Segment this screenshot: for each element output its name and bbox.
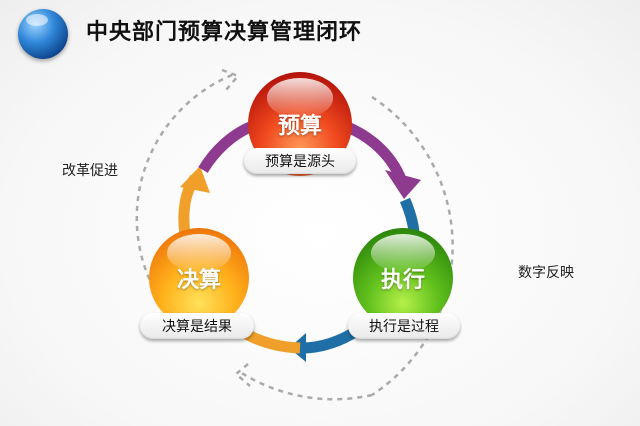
- arrow-final-to-budget-head: [180, 166, 210, 193]
- page-title: 中央部门预算决算管理闭环: [86, 20, 363, 45]
- node-final-label: 决算: [176, 268, 221, 293]
- feedback-label-left: 改革促进: [62, 163, 118, 179]
- feedback-label-right: 数字反映: [518, 265, 574, 281]
- node-execution-caption: 执行是过程: [348, 313, 460, 339]
- feedback-arc-bottom: [239, 370, 373, 401]
- node-execution-label: 执行: [380, 268, 425, 293]
- feedback-arc-left-head: [221, 68, 241, 91]
- node-budget-label: 预算: [277, 114, 322, 139]
- node-execution: 执行: [353, 228, 453, 328]
- node-budget-caption: 预算是源头: [244, 148, 356, 174]
- header: [18, 8, 68, 60]
- feedback-arc-right: [371, 95, 454, 397]
- node-final-caption: 决算是结果: [140, 313, 254, 339]
- globe-icon: [18, 9, 68, 59]
- arrow-budget-to-execution-head: [385, 170, 421, 199]
- node-final: 决算: [149, 228, 249, 328]
- arrow-final-to-budget-top: [198, 121, 253, 173]
